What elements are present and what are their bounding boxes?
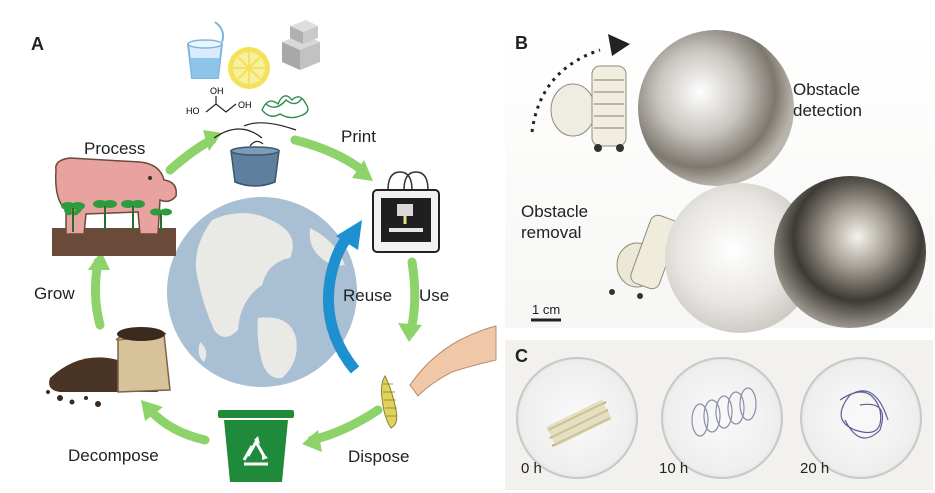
water-glass-icon (186, 21, 225, 79)
panel-a-letter: A (31, 34, 44, 54)
obstacle-sphere-1 (638, 30, 794, 186)
glycerol-molecule (205, 96, 237, 113)
globe (167, 197, 357, 387)
label-obstacle-detection-line1: Obstacle (793, 80, 861, 99)
label-decompose: Decompose (68, 446, 159, 465)
panel-b-letter: B (515, 33, 528, 53)
protein-strand-icon (261, 95, 309, 119)
arrow-process-to-print (165, 135, 217, 175)
dish-10h (661, 357, 783, 479)
label-obstacle-removal-line1: Obstacle (521, 202, 589, 221)
robot-detection (550, 65, 627, 152)
soil-sack-icon (46, 327, 171, 407)
sugar-cubes-icon (282, 20, 320, 70)
label-obstacle-removal-line2: removal (521, 223, 582, 242)
label-process: Process (84, 139, 146, 158)
3d-printer-icon (372, 171, 440, 253)
molecule-ho: HO (186, 106, 200, 116)
dish-0h (516, 357, 638, 479)
label-reuse: Reuse (343, 286, 393, 305)
molecule-oh-top: OH (210, 86, 224, 96)
time-label-20h: 20 h (800, 460, 830, 477)
obstacle-sphere-3 (774, 176, 926, 328)
label-obstacle-removal: Obstacle removal (521, 201, 621, 243)
time-label-10h: 10 h (659, 460, 689, 477)
hand-with-filament-icon (380, 325, 497, 429)
label-dispose: Dispose (348, 447, 410, 466)
time-label-0h: 0 h (521, 460, 542, 477)
label-obstacle-detection: Obstacle detection (793, 79, 893, 121)
lemon-slice-icon (228, 47, 270, 89)
scale-bar-label: 1 cm (532, 302, 561, 317)
recycling-bin-icon (218, 410, 294, 482)
label-obstacle-detection-line2: detection (793, 101, 862, 120)
panel-c-letter: C (515, 346, 528, 366)
obstacle-sphere-2 (665, 183, 815, 333)
mixing-bowl-icon (213, 122, 297, 187)
molecule-oh-right: OH (238, 100, 252, 110)
dish-20h (800, 357, 922, 479)
label-use: Use (419, 286, 450, 305)
curved-arrow-dotted (530, 48, 601, 133)
label-print: Print (341, 127, 376, 146)
label-grow: Grow (34, 284, 75, 303)
robot-removal (609, 214, 680, 299)
reuse-arrow (322, 220, 362, 374)
pig-with-plants-icon (52, 157, 177, 256)
